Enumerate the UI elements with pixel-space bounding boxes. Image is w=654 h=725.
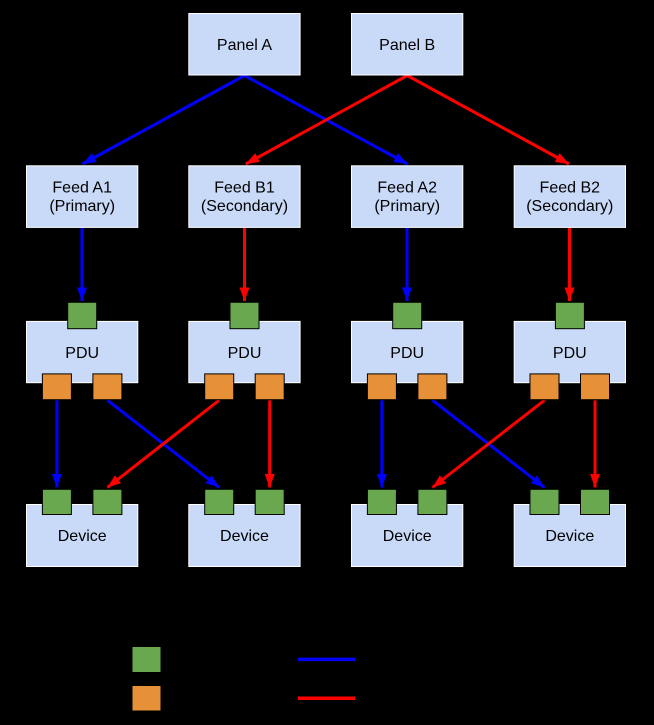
- svg-text:PDU: PDU: [553, 345, 587, 362]
- svg-text:Device: Device: [220, 528, 269, 545]
- svg-text:Device: Device: [545, 528, 594, 545]
- svg-text:(Primary): (Primary): [374, 198, 440, 215]
- svg-text:(Secondary): (Secondary): [526, 198, 613, 215]
- svg-text:Feed B2: Feed B2: [540, 180, 601, 197]
- svg-text:PDU: PDU: [65, 345, 99, 362]
- svg-text:PDU: PDU: [228, 345, 262, 362]
- svg-text:Feed A2: Feed A2: [377, 180, 437, 197]
- svg-text:(Primary): (Primary): [49, 198, 115, 215]
- svg-text:(Secondary): (Secondary): [201, 198, 288, 215]
- svg-text:PDU: PDU: [390, 345, 424, 362]
- svg-text:Device: Device: [58, 528, 107, 545]
- svg-text:Panel A: Panel A: [217, 37, 272, 54]
- svg-text:Panel B: Panel B: [379, 37, 435, 54]
- svg-text:Feed A1: Feed A1: [52, 180, 112, 197]
- svg-text:Device: Device: [383, 528, 432, 545]
- svg-text:Feed B1: Feed B1: [214, 180, 275, 197]
